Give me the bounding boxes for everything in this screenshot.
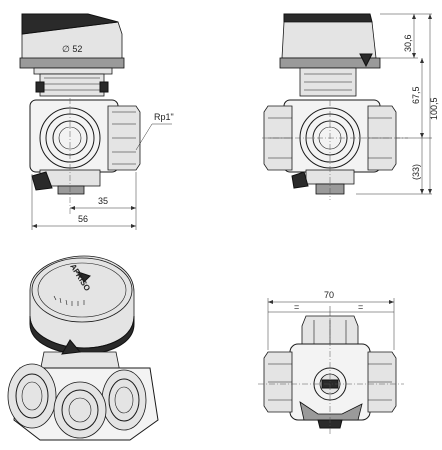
dimension-70 xyxy=(267,298,395,350)
height-100-5-label: 100,5 xyxy=(429,97,439,120)
height-dimension-lines xyxy=(356,13,432,195)
bottom-view: 70 = = xyxy=(258,290,404,436)
width-70-label: 70 xyxy=(324,290,334,300)
side-valve-neck xyxy=(299,67,357,97)
height-30-6-label: 30,6 xyxy=(403,34,413,52)
dimension-56 xyxy=(31,174,137,230)
side-valve-body xyxy=(263,99,397,195)
dimension-35-label: 35 xyxy=(98,196,108,206)
rp1-leader-line xyxy=(135,123,153,151)
iso-valve-body xyxy=(7,339,159,441)
height-67-5-label: 67,5 xyxy=(411,86,421,104)
front-valve-body xyxy=(29,99,141,195)
dimension-56-label: 56 xyxy=(78,214,88,224)
rp1-thread-label: Rp1" xyxy=(154,112,174,122)
iso-actuator xyxy=(29,255,135,355)
dimension-35 xyxy=(70,172,137,212)
equal-left-label: = xyxy=(294,302,299,312)
isometric-view: AFRISO xyxy=(7,255,159,441)
front-valve-neck xyxy=(35,73,109,97)
side-view: 30,6 67,5 100,5 (33) xyxy=(262,13,439,200)
iso-scale-ticks xyxy=(53,295,85,306)
height-33-label: (33) xyxy=(411,164,421,180)
equal-right-label: = xyxy=(358,302,363,312)
front-view: ∅ 52 xyxy=(19,13,174,230)
side-actuator-housing xyxy=(279,13,381,69)
front-actuator-housing xyxy=(19,13,125,75)
diameter-52-label: ∅ 52 xyxy=(62,44,82,54)
